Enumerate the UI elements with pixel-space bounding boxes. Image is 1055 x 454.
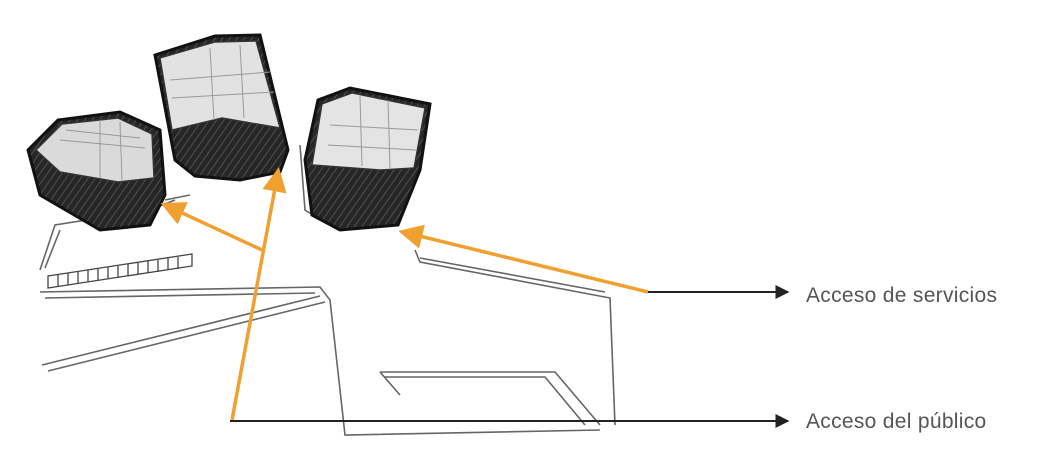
right-pavilion xyxy=(305,88,430,230)
service-access-label: Acceso de servicios xyxy=(806,284,997,308)
left-pavilion xyxy=(28,112,165,230)
colonnade xyxy=(48,254,192,288)
middle-pavilion xyxy=(155,35,288,180)
public-access-label: Acceso del público xyxy=(806,410,987,434)
